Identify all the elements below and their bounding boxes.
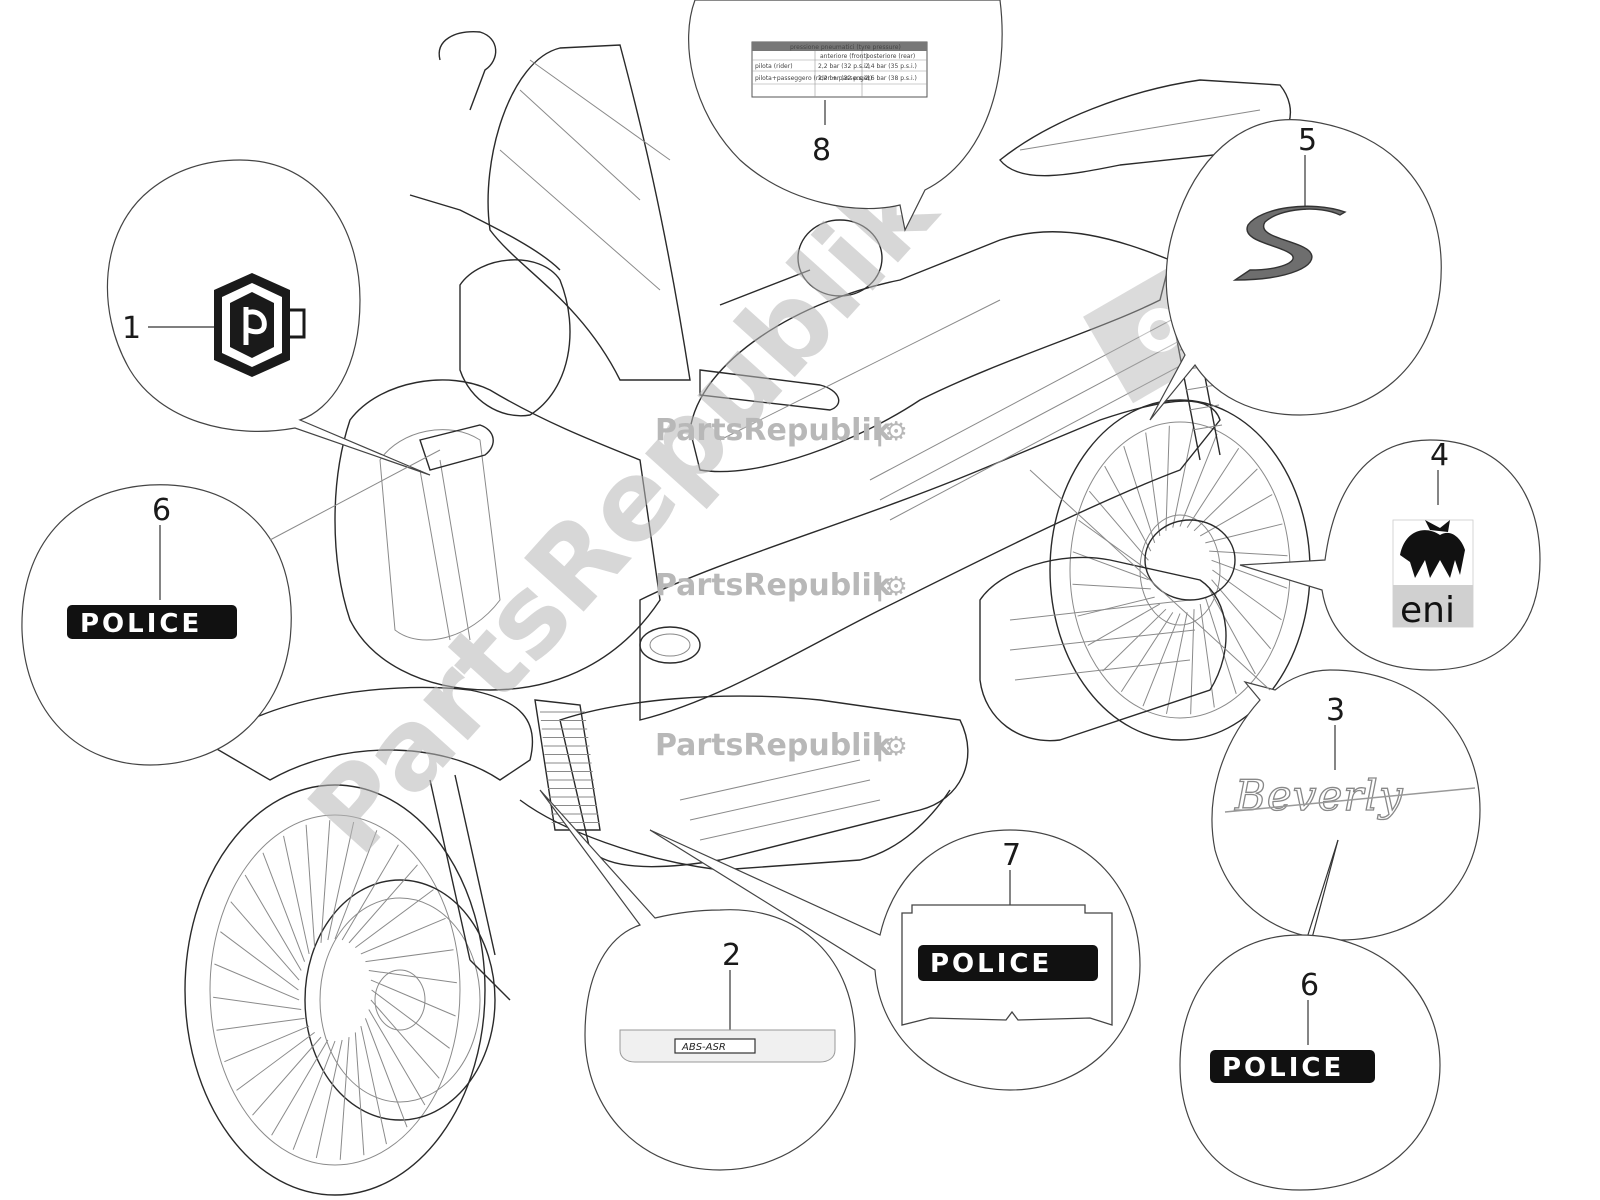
callout-number-5: 5 (1298, 123, 1317, 158)
police-decal-text: POLICE (930, 949, 1052, 979)
callout-number-2: 2 (722, 938, 741, 973)
abs-asr-plate: ABS-ASR (619, 1029, 836, 1063)
beverly-text: Beverly (1234, 771, 1404, 820)
table-title: pressione pneumatici (tyre pressure) (790, 44, 901, 51)
police-decal: POLICE (67, 605, 237, 639)
rear-wheel (1049, 399, 1311, 741)
police-decal-plate: POLICE (901, 904, 1113, 1026)
watermark-row-1: PartsRepublik |⚙ (655, 413, 908, 448)
table-cell: 2,6 bar (38 p.s.i.) (865, 75, 917, 82)
callout-3: 3 Beverly (1029, 469, 1481, 961)
callout-number-8: 8 (812, 133, 831, 168)
table-header-rear: posteriore (rear) (866, 53, 915, 60)
callout-number-3: 3 (1326, 693, 1345, 728)
piaggio-badge-icon (214, 273, 306, 377)
watermark-text: PartsRepublik (655, 568, 893, 603)
police-decal: POLICE (1210, 1050, 1375, 1083)
table-cell: 2,4 bar (35 p.s.i.) (865, 63, 917, 70)
watermark-text: PartsRepublik (655, 728, 893, 763)
watermark-row-3: PartsRepublik |⚙ (655, 728, 908, 763)
callout-5: 5 S (1149, 119, 1442, 421)
police-decal-text: POLICE (1222, 1053, 1344, 1083)
eni-text: eni (1400, 590, 1455, 631)
table-header-front: anteriore (front) (820, 53, 868, 60)
callout-8: pressione pneumatici (tyre pressure) ant… (688, 0, 1003, 232)
watermark-group: PartsRepublik PartsRepublik |⚙ PartsRepu… (284, 145, 1221, 878)
callout-number-7: 7 (1002, 838, 1021, 873)
gear-icon: |⚙ (875, 417, 908, 447)
table-cell: pilota (rider) (755, 63, 793, 70)
table-cell: pilota+passeggero (rider + passenger) (755, 75, 872, 82)
table-cell: 2,2 bar (32 p.s.i.) (818, 75, 870, 82)
police-decal-text: POLICE (80, 609, 202, 639)
s-logo-icon (1232, 205, 1347, 281)
watermark-big: PartsRepublik (284, 145, 962, 878)
gear-icon: |⚙ (875, 732, 908, 762)
callout-6-right: 6 POLICE (1179, 934, 1441, 1191)
callout-6-left: 6 POLICE (21, 449, 441, 766)
gear-icon: |⚙ (875, 572, 908, 602)
watermark-row-2: PartsRepublik |⚙ (655, 568, 908, 603)
callout-number-1: 1 (122, 311, 141, 346)
callout-number-6: 6 (1300, 968, 1319, 1003)
callout-number-6: 6 (152, 493, 171, 528)
watermark-text: PartsRepublik (655, 413, 893, 448)
callout-7: 7 POLICE (649, 829, 1141, 1091)
front-wheel (184, 784, 496, 1196)
eni-logo-icon: eni (1392, 519, 1474, 631)
callout-number-4: 4 (1430, 438, 1449, 473)
callout-1: 1 (106, 159, 431, 476)
tyre-pressure-label: pressione pneumatici (tyre pressure) ant… (751, 41, 928, 98)
abs-asr-text: ABS-ASR (681, 1042, 726, 1053)
callout-2: 2 ABS-ASR (539, 789, 856, 1171)
table-cell: 2,2 bar (32 p.s.i.) (818, 63, 870, 70)
callout-4: 4 eni (1239, 438, 1541, 671)
beverly-logo: Beverly (1224, 770, 1476, 821)
